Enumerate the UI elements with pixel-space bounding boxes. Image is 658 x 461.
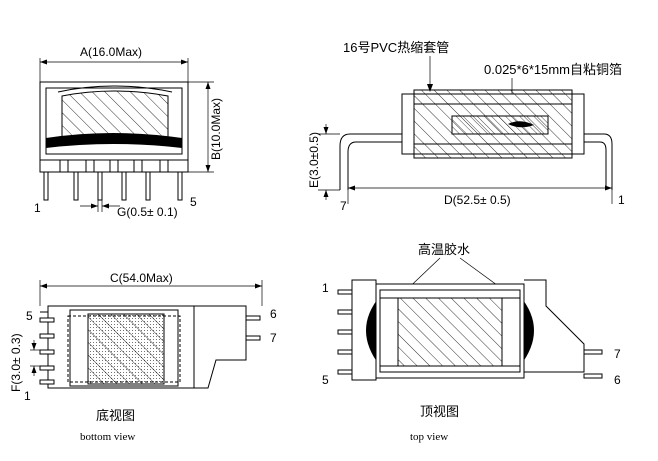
dimension-d-label: D(52.5± 0.5): [444, 193, 511, 207]
bottom-view: C(54.0Max) F(3.0± 0.3) 5 1 6: [9, 271, 277, 443]
dimension-b-label: B(10.0Max): [209, 98, 223, 160]
dimension-c-label: C(54.0Max): [110, 271, 173, 285]
bottom-pins: [39, 317, 55, 385]
side-pin-1-label: 1: [618, 193, 625, 207]
top-pin-1-label: 1: [322, 281, 329, 295]
front-pin-5-label: 5: [190, 195, 197, 209]
front-pin-1-label: 1: [34, 201, 41, 215]
callout-heat-shrink: 16号PVC热缩套管: [343, 40, 449, 55]
bottom-pin-7-label: 7: [270, 331, 277, 345]
bottom-view-caption-en: bottom view: [80, 431, 135, 443]
front-pins: [43, 159, 183, 201]
bottom-pin-1-label: 1: [24, 389, 31, 403]
callout-copper-foil: 0.025*6*15mm自粘铜箔: [484, 62, 622, 77]
callout-glue: 高温胶水: [418, 242, 470, 257]
bottom-view-caption-cn: 底视图: [96, 408, 135, 423]
dimension-f-label: F(3.0± 0.3): [9, 333, 23, 392]
top-pin-6-label: 6: [614, 373, 621, 387]
top-view: 高温胶水 1 5 7 6 顶视图 top view: [322, 242, 621, 443]
bottom-pin-5-label: 5: [26, 309, 33, 323]
front-view: A(16.0Max) B(10.0Max): [34, 45, 223, 219]
side-pin-7-label: 7: [340, 199, 347, 213]
bottom-pin-6-label: 6: [270, 307, 277, 321]
dimension-g-label: G(0.5± 0.1): [117, 205, 178, 219]
dimension-a-label: A(16.0Max): [80, 45, 142, 59]
top-pins: [337, 289, 355, 375]
top-view-caption-cn: 顶视图: [420, 404, 459, 419]
dimension-e-label: E(3.0±0.5): [307, 132, 321, 188]
top-pin-7-label: 7: [614, 347, 621, 361]
top-pin-5-label: 5: [322, 373, 329, 387]
side-view: 16号PVC热缩套管 0.025*6*15mm自粘铜箔 E(3.0±0.5): [307, 40, 625, 213]
top-view-caption-en: top view: [410, 431, 448, 443]
